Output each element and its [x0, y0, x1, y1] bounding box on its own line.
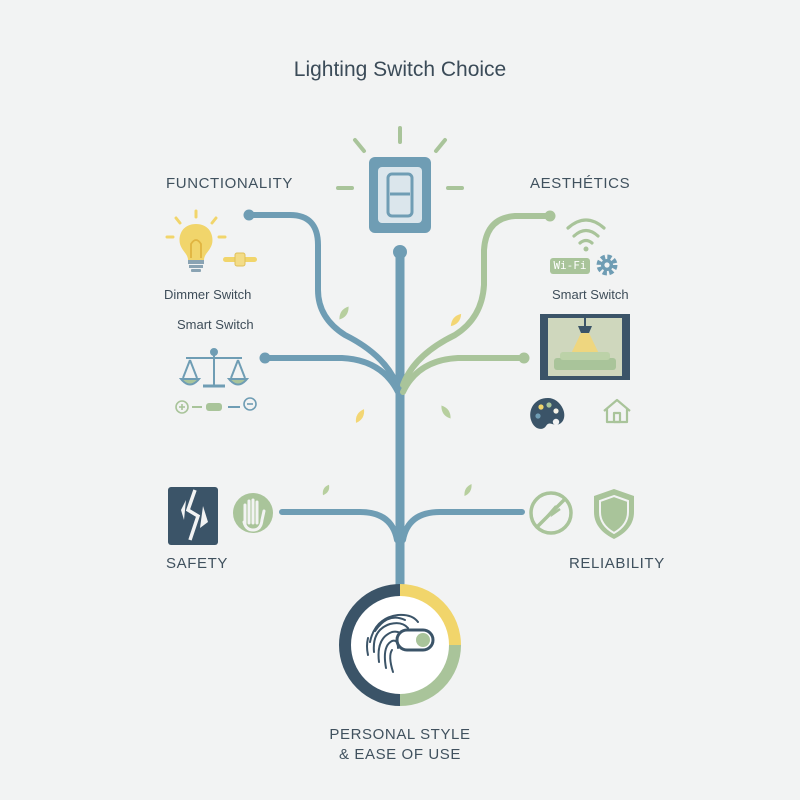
window-lamp-icon	[540, 314, 630, 380]
broken-shield-icon	[168, 487, 218, 545]
shield-icon	[594, 489, 634, 539]
safety-branch-line	[279, 509, 400, 543]
leaf-icon	[355, 409, 365, 423]
root-label-line1: PERSONAL STYLE	[329, 726, 471, 743]
functionality-label: FUNCTIONALITY	[166, 175, 293, 192]
leaf-icon	[441, 405, 451, 419]
fingerprint-toggle-icon	[339, 584, 461, 706]
functionality-lower-branch-line	[263, 355, 401, 395]
functionality-branch-line	[247, 212, 400, 388]
plus-minus-slider-icon	[175, 397, 257, 414]
connectors	[247, 212, 552, 597]
aesthetics-branch-line	[400, 213, 552, 388]
dot-functionality	[243, 209, 255, 221]
no-spark-icon	[529, 491, 573, 535]
toggle-icon	[223, 252, 257, 267]
aesthetics-smart-switch-label: Smart Switch	[552, 287, 629, 302]
aesthetics-label: AESTHÉTICS	[530, 175, 631, 192]
wifi-badge	[550, 258, 590, 274]
dot-aesthetics	[544, 210, 556, 222]
safety-label: SAFETY	[166, 555, 228, 572]
smart-switch-label: Smart Switch	[177, 317, 254, 332]
dot-trunk-top	[393, 245, 407, 259]
diagram-title: Lighting Switch Choice	[293, 58, 507, 81]
leaf-icon	[464, 483, 472, 497]
house-icon	[603, 398, 631, 424]
light-switch-icon	[336, 126, 464, 233]
lightbulb-icon	[165, 209, 227, 272]
wifi-badge-label: Wi-Fi	[553, 259, 587, 272]
dot-aesthetics-lower	[518, 352, 530, 364]
wifi-icon	[566, 218, 606, 252]
branch-dots	[243, 209, 556, 364]
aesthetics-lower-branch-line	[400, 355, 527, 395]
dot-functionality-lower	[259, 352, 271, 364]
gear-icon	[596, 254, 618, 276]
reliability-label: RELIABILITY	[569, 555, 665, 572]
leaf-icon	[322, 484, 330, 496]
balance-scale-icon	[178, 348, 250, 388]
leaf-icon	[339, 306, 349, 320]
dimmer-switch-label: Dimmer Switch	[164, 287, 252, 302]
reliability-branch-line	[400, 509, 525, 543]
leaves	[322, 306, 472, 497]
hand-stop-icon	[233, 493, 273, 533]
palette-icon	[530, 398, 565, 429]
leaf-icon	[450, 313, 462, 327]
root-label-line2: & EASE OF USE	[339, 746, 461, 763]
